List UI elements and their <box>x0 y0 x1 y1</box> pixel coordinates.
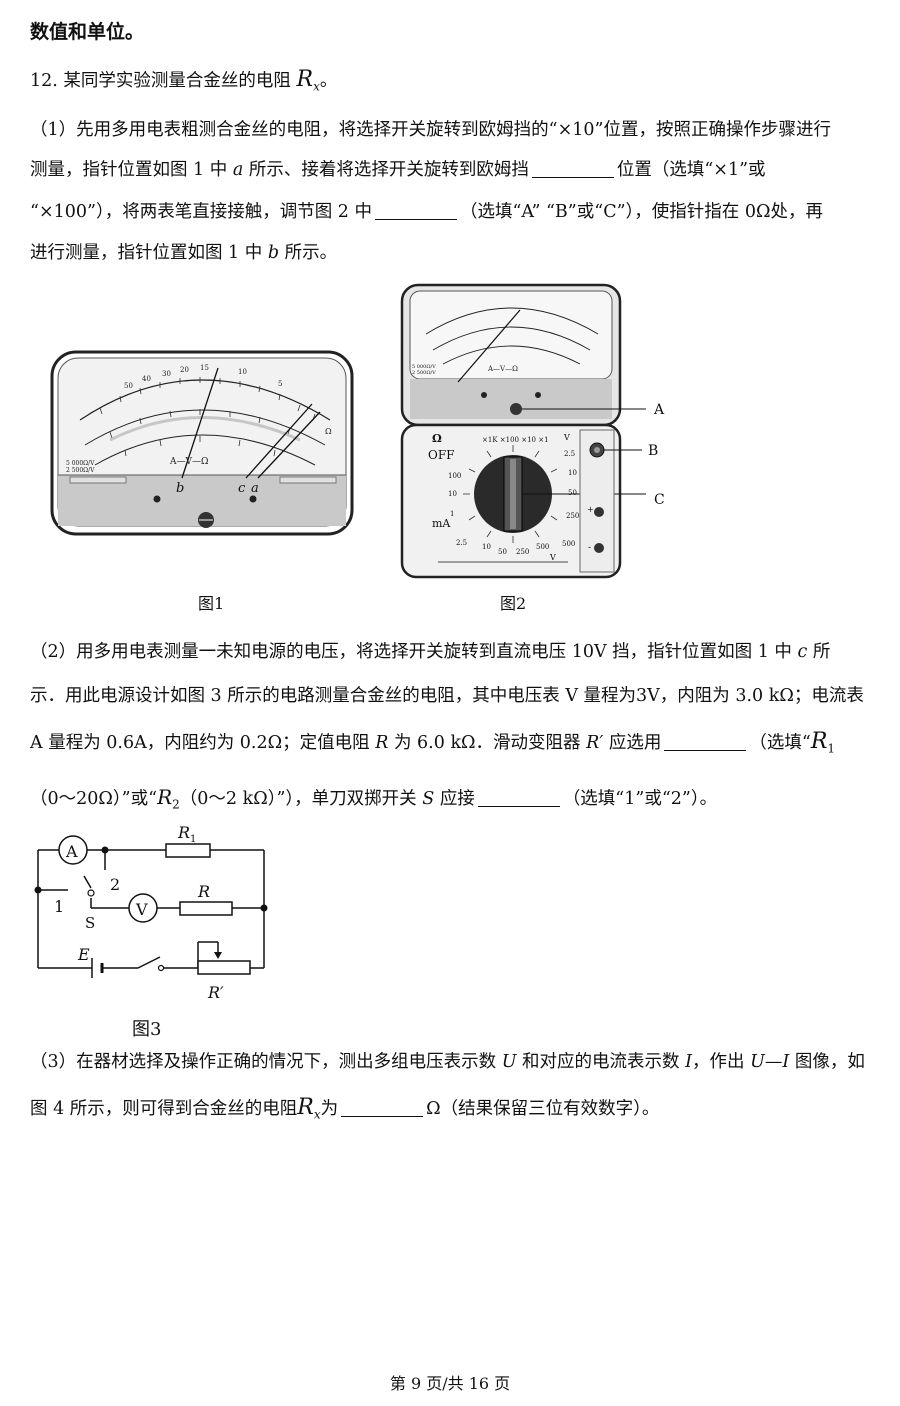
f1-omega: Ω <box>325 427 332 436</box>
part2-line1: （2）用多用电表测量一未知电源的电压，将选择开关旋转到直流电压 10V 挡，指针… <box>30 642 831 662</box>
f2-label-A: A <box>653 402 665 418</box>
f2-bot-50: 50 <box>498 548 507 556</box>
f1-avo: A—V—Ω <box>169 457 208 467</box>
part1-line4: 进行测量，指针位置如图 1 中 b 所示。 <box>30 243 338 263</box>
answer-blank-2[interactable] <box>374 201 457 220</box>
f1-tick-15: 15 <box>200 364 209 372</box>
part3-line1: （3）在器材选择及操作正确的情况下，测出多组电压表示数 U 和对应的电流表示数 … <box>30 1052 865 1072</box>
figure1-meter: 50 40 30 20 15 10 5 Ω A—V—Ω 5 000Ω/V 2 5… <box>50 350 354 536</box>
f2-right-500: 500 <box>562 540 575 548</box>
f2-vdc: V <box>549 553 556 562</box>
f2-plus: + <box>587 505 594 514</box>
figure1-caption: 图1 <box>198 594 225 613</box>
f3-r1-sub: 1 <box>190 834 196 845</box>
part2-line2: 示．用此电源设计如图 3 所示的电路测量合金丝的电阻，其中电压表 V 量程为3V… <box>30 686 864 706</box>
header-text: 数值和单位。 <box>30 21 145 43</box>
part2-line4: （0～20Ω）”或“R2（0～2 kΩ）”），单刀双掷开关 S 应接（选填“1”… <box>30 785 718 812</box>
answer-blank-3[interactable] <box>664 732 747 751</box>
f3-voltmeter: V <box>135 900 148 919</box>
part2-line3: A 量程为 0.6A，内阻约为 0.2Ω；定值电阻 R 为 6.0 kΩ．滑动变… <box>30 729 836 756</box>
figure3-circuit: A V R 1 R E R′ S 1 2 <box>34 823 268 1002</box>
f2-avo: A—V—Ω <box>487 365 518 373</box>
f3-r1: R <box>177 823 190 842</box>
f1-tick-20: 20 <box>180 366 189 374</box>
f2-right-50: 50 <box>568 489 577 497</box>
f2-spec2: 2 500Ω/V <box>412 370 436 376</box>
f1-spec1: 5 000Ω/V <box>66 460 95 467</box>
f2-left-2.5: 2.5 <box>456 539 467 547</box>
f3-r: R <box>197 882 210 901</box>
page-footer: 第 9 页/共 16 页 <box>389 1374 511 1393</box>
f2-ma: mA <box>432 517 451 530</box>
f2-bot-500: 500 <box>536 543 549 551</box>
f2-left-1: 1 <box>450 510 454 518</box>
pointer-a <box>257 411 321 479</box>
figure3-caption: 图3 <box>132 1019 162 1040</box>
f2-minus: - <box>588 543 591 553</box>
f1-tick-10: 10 <box>238 368 247 376</box>
f1-spec2: 2 500Ω/V <box>66 467 95 474</box>
pointer-b <box>181 367 219 479</box>
f2-label-B: B <box>648 443 658 459</box>
part1-line1: （1）先用多用电表粗测合金丝的电阻，将选择开关旋转到欧姆挡的“×10”位置，按照… <box>30 120 831 140</box>
f1-tick-5: 5 <box>278 380 282 388</box>
f1-tick-30: 30 <box>162 370 171 378</box>
f3-e: E <box>77 945 90 964</box>
part1-line3: “×100”），将两表笔直接接触，调节图 2 中（选填“A” “B”或“C”），… <box>30 201 823 222</box>
f1-label-c: c <box>238 481 246 496</box>
part1-line2: 测量，指针位置如图 1 中 a 所示、接着将选择开关旋转到欧姆挡位置（选填“×1… <box>30 159 766 180</box>
f1-tick-40: 40 <box>142 375 151 383</box>
figure2-caption: 图2 <box>500 594 527 613</box>
pointer-c <box>245 403 313 479</box>
f2-left-10: 10 <box>448 490 457 498</box>
f3-t1: 1 <box>54 897 64 916</box>
question-title: 12. 某同学实验测量合金丝的电阻 Rx。 <box>30 67 338 94</box>
f2-bot-10: 10 <box>482 543 491 551</box>
f1-label-a: a <box>251 481 259 496</box>
answer-blank-1[interactable] <box>531 159 614 178</box>
f3-t2: 2 <box>110 875 120 894</box>
f1-label-b: b <box>176 481 184 496</box>
f3-ammeter: A <box>65 842 78 861</box>
answer-blank-5[interactable] <box>341 1098 424 1117</box>
f2-off: OFF <box>428 448 455 462</box>
answer-blank-4[interactable] <box>477 788 560 807</box>
f2-vac: V <box>563 433 570 442</box>
figure2-multimeter: A—V—Ω 5 000Ω/V 2 500Ω/V A Ω OFF ×1K ×100… <box>400 283 665 579</box>
f2-spec1: 5 000Ω/V <box>412 364 436 370</box>
f2-label-C: C <box>654 492 665 508</box>
f2-ranges-top: ×1K ×100 ×10 ×1 <box>482 436 549 444</box>
f1-tick-50: 50 <box>124 382 133 390</box>
f2-right-250: 250 <box>566 512 579 520</box>
f2-right-2.5: 2.5 <box>564 450 575 458</box>
f2-ohm: Ω <box>432 432 442 445</box>
f2-right-10: 10 <box>568 469 577 477</box>
f3-s: S <box>85 914 95 932</box>
f2-left-100: 100 <box>448 472 461 480</box>
f3-rp: R′ <box>207 983 224 1002</box>
knob-A[interactable] <box>510 403 522 415</box>
f2-bot-250: 250 <box>516 548 529 556</box>
